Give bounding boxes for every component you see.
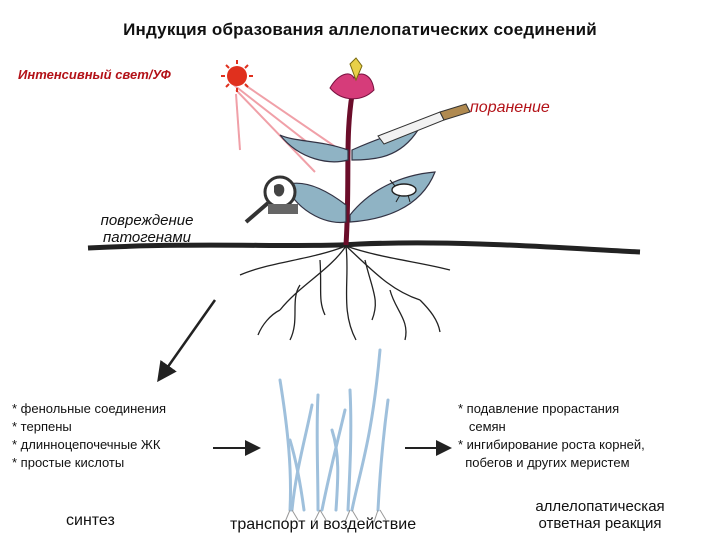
compound-item: * терпены: [12, 419, 72, 434]
response-label-line2: ответная реакция: [538, 515, 662, 532]
plant-roots: [239, 245, 451, 341]
effect-item: * подавление прорастания: [458, 401, 620, 416]
pathogen-label-line2: патогенами: [102, 229, 192, 246]
light-label: Интенсивный свет/УФ: [18, 67, 171, 82]
response-label-line1: аллелопатическая: [535, 498, 665, 515]
pathogen-label-line1: повреждение: [100, 212, 194, 229]
plant-stem: [343, 94, 355, 246]
response-label: аллелопатическая ответная реакция: [505, 498, 695, 532]
flower-icon: [329, 57, 375, 100]
wound-label: поранение: [470, 99, 550, 116]
synthesis-label: синтез: [66, 512, 115, 529]
compound-item: * фенольные соединения: [12, 401, 167, 416]
compound-item: * простые кислоты: [12, 455, 125, 470]
compound-item: * длинноцепочечные ЖК: [12, 437, 161, 452]
compounds-list: * фенольные соединения * терпены * длинн…: [12, 400, 166, 472]
seedlings-icon: [278, 348, 390, 512]
plant-leaves: [279, 129, 436, 224]
magnifier-icon: [244, 175, 298, 224]
effect-item: семян: [458, 419, 506, 434]
transport-label: транспорт и воздействие: [230, 516, 417, 533]
effect-item: побегов и других меристем: [458, 455, 630, 470]
insect-icon: [389, 179, 417, 203]
effect-item: * ингибирование роста корней,: [458, 437, 645, 452]
sun-icon: [221, 60, 253, 92]
effects-list: * подавление прорастания семян * ингибир…: [458, 400, 645, 472]
pathogen-label: повреждение патогенами: [72, 212, 222, 246]
soil-line: [87, 240, 641, 255]
seedling-roots: [284, 509, 387, 523]
down-left-arrow: [157, 299, 217, 383]
diagram-title: Индукция образования аллелопатических со…: [123, 20, 597, 39]
knife-icon: [377, 103, 471, 145]
